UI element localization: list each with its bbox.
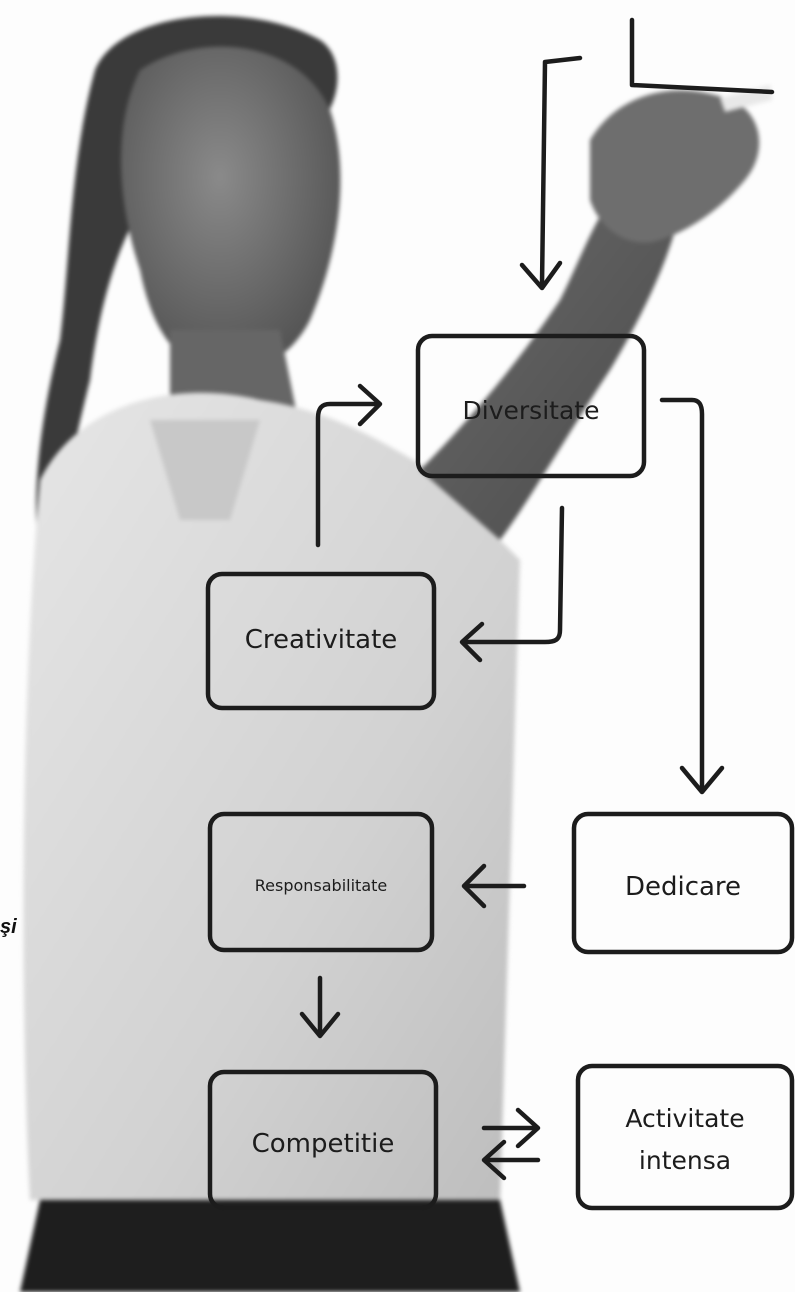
hand <box>590 90 760 243</box>
box-creativitate <box>205 571 437 711</box>
label-dedicare: Dedicare <box>624 872 742 902</box>
arrow-diversitate-to-creativitate <box>461 505 565 645</box>
label-creativitate: Creativitate <box>244 625 398 655</box>
shirt <box>23 392 520 1201</box>
arrow-creativitate-to-diversitate <box>315 401 381 548</box>
face <box>121 46 341 373</box>
box-competitie <box>207 1069 439 1211</box>
box-diversitate <box>415 333 647 479</box>
hair <box>36 15 338 560</box>
arrow-top-to-diversitate <box>539 55 583 288</box>
box-responsabilitate <box>207 811 435 953</box>
label-activitate-line1: Activitate <box>625 1104 745 1133</box>
arrow-diversitate-to-dedicare <box>659 397 705 793</box>
label-responsabilitate: Responsabilitate <box>254 876 388 895</box>
arrowhead-top <box>519 260 563 291</box>
box-activitate <box>575 1063 795 1211</box>
label-diversitate: Diversitate <box>462 396 600 425</box>
side-text-fragment: şi <box>0 916 17 938</box>
label-activitate-line2: intensa <box>638 1146 732 1175</box>
box-dedicare <box>571 811 795 955</box>
raised-arm <box>420 200 680 540</box>
top-corner-line <box>629 17 775 95</box>
label-competitie: Competitie <box>251 1129 395 1159</box>
skirt <box>20 1200 520 1292</box>
